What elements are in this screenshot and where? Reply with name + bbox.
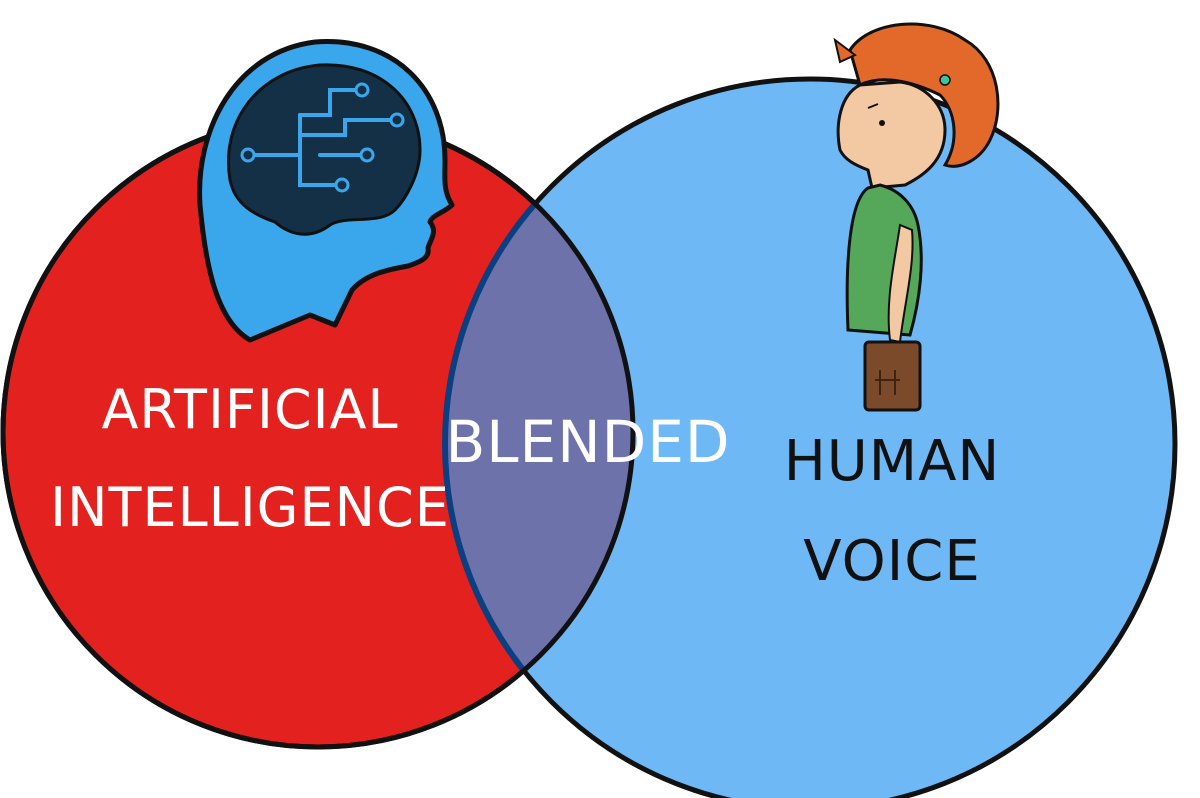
human-label-line-1: HUMAN (784, 429, 1001, 494)
ai-label-line-1: ARTIFICIAL (101, 378, 398, 441)
robot-brain-head-icon (197, 39, 455, 343)
ai-label-line-2: INTELLIGENCE (50, 476, 450, 539)
blended-label: BLENDED (445, 408, 730, 476)
human-label-line-2: VOICE (803, 529, 980, 594)
person-figure-icon (833, 22, 1000, 412)
